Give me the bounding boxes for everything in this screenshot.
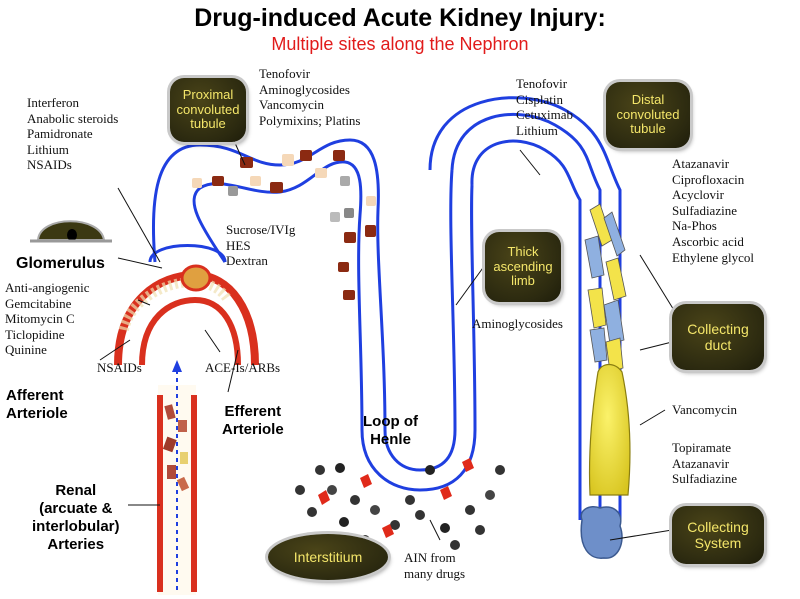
collecting-duct-bubble: Collecting duct [672, 304, 764, 370]
duct-crystals [584, 203, 627, 373]
distal-tubule-and-duct [428, 96, 622, 520]
page-subtitle: Multiple sites along the Nephron [271, 34, 529, 54]
vancomycin-cast [588, 363, 631, 496]
glomerulus-side-drugs: Anti-angiogenic Gemcitabine Mitomycin C … [5, 280, 90, 358]
ain-drugs: AIN from many drugs [404, 550, 466, 581]
glomerulus-capsule [117, 244, 227, 292]
afferent-label: Afferent Arteriole [6, 387, 68, 422]
ace-label: ACE-Is/ARBs [205, 360, 281, 375]
vancomycin-drug: Vancomycin [672, 402, 737, 417]
renal-label: Renal (arcuate & interlobular) Arteries [32, 482, 120, 553]
collecting-stone [580, 506, 623, 559]
nsaids-label: NSAIDs [97, 360, 142, 375]
leader-lines [99, 109, 681, 541]
glomerulus-top-drugs: Interferon Anabolic steroids Pamidronate… [27, 95, 119, 173]
proximal-drugs: Tenofovir Aminoglycosides Vancomycin Pol… [259, 66, 361, 128]
page-title: Drug-induced Acute Kidney Injury: [194, 4, 606, 32]
tubule-casts [192, 150, 376, 300]
proximal-tubule-and-loop [152, 138, 477, 492]
crystal-drugs: Atazanavir Ciprofloxacin Acyclovir Sulfa… [672, 156, 754, 265]
collecting-system-bubble: Collecting System [672, 506, 764, 564]
stone-drugs: Topiramate Atazanavir Sulfadiazine [672, 440, 737, 487]
distal-drugs: Tenofovir Cisplatin Cetuximab Lithium [516, 76, 574, 138]
cell-icon [30, 220, 112, 243]
interstitial-cells [295, 458, 505, 550]
thick-limb-bubble: Thick ascending limb [485, 232, 561, 302]
efferent-label: Efferent Arteriole [222, 403, 284, 438]
distal-tubule-bubble: Distal convoluted tubule [606, 82, 690, 148]
sucrose-drugs: Sucrose/IVIg HES Dextran [226, 222, 296, 269]
glomerulus-label: Glomerulus [16, 255, 105, 272]
interstitium-bubble: Interstitium [268, 534, 388, 580]
renal-artery [157, 360, 197, 595]
loop-label: Loop of Henle [363, 413, 418, 448]
proximal-tubule-bubble: Proximal convoluted tubule [170, 78, 246, 142]
thick-limb-drugs: Aminoglycosides [472, 316, 563, 331]
